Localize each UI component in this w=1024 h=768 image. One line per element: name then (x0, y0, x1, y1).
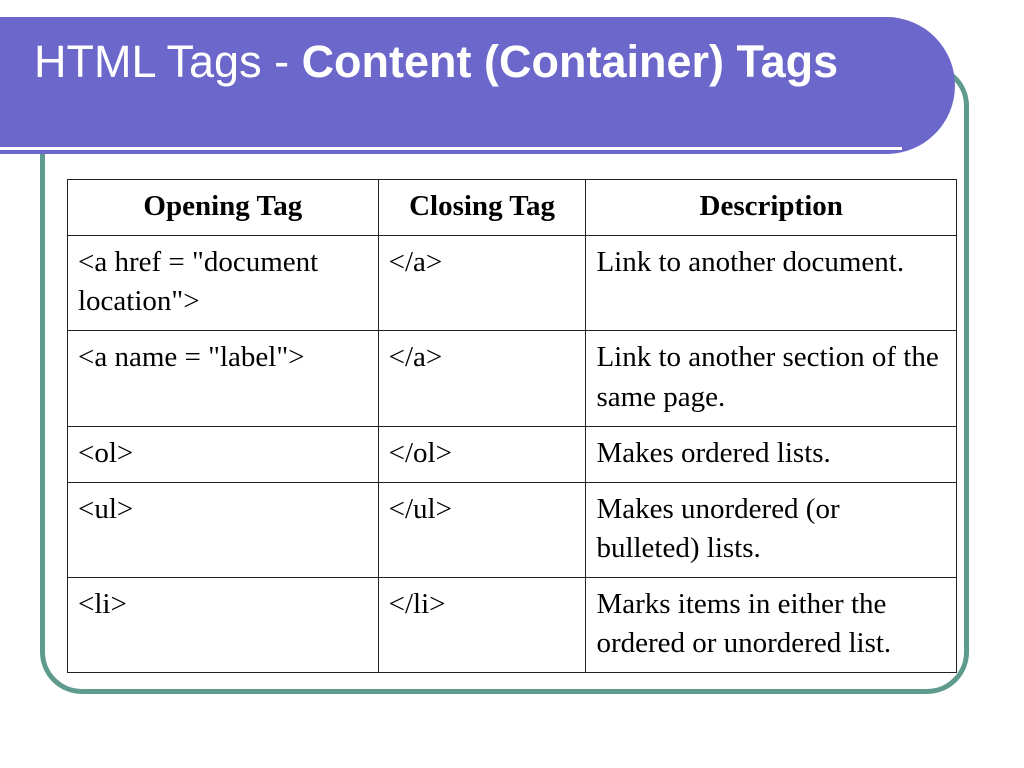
header-closing-tag: Closing Tag (377, 178, 587, 237)
closing-tag-cell: </li> (377, 577, 587, 674)
opening-tag-cell: <a name = "label"> (67, 330, 379, 427)
closing-tag-cell: </a> (377, 235, 587, 332)
opening-tag-cell: <a href = "document location"> (67, 235, 379, 332)
table-header-row: Opening Tag Closing Tag Description (67, 178, 957, 237)
title-banner: HTML Tags - Content (Container) Tags (0, 17, 955, 154)
table-row: <ul> </ul> Makes unordered (or bulleted)… (67, 481, 957, 579)
slide-title: HTML Tags - Content (Container) Tags (34, 35, 934, 88)
title-bold: Content (Container) Tags (301, 36, 839, 87)
title-prefix: HTML Tags - (34, 36, 302, 87)
closing-tag-cell: </ul> (377, 481, 587, 579)
description-cell: Link to another section of the same page… (585, 330, 957, 427)
description-cell: Makes unordered (or bulleted) lists. (585, 481, 957, 579)
closing-tag-cell: </a> (377, 330, 587, 427)
header-description: Description (585, 178, 957, 237)
table-row: <li> </li> Marks items in either the ord… (67, 577, 957, 674)
header-opening-tag: Opening Tag (67, 178, 379, 237)
table-row: <ol> </ol> Makes ordered lists. (67, 425, 957, 483)
closing-tag-cell: </ol> (377, 425, 587, 483)
table-row: <a href = "document location"> </a> Link… (67, 235, 957, 332)
title-underline (0, 147, 902, 150)
opening-tag-cell: <li> (67, 577, 379, 674)
table-row: <a name = "label"> </a> Link to another … (67, 330, 957, 427)
description-cell: Makes ordered lists. (585, 425, 957, 483)
description-cell: Link to another document. (585, 235, 957, 332)
description-cell: Marks items in either the ordered or uno… (585, 577, 957, 674)
tags-table: Opening Tag Closing Tag Description <a h… (67, 178, 957, 674)
opening-tag-cell: <ul> (67, 481, 379, 579)
opening-tag-cell: <ol> (67, 425, 379, 483)
